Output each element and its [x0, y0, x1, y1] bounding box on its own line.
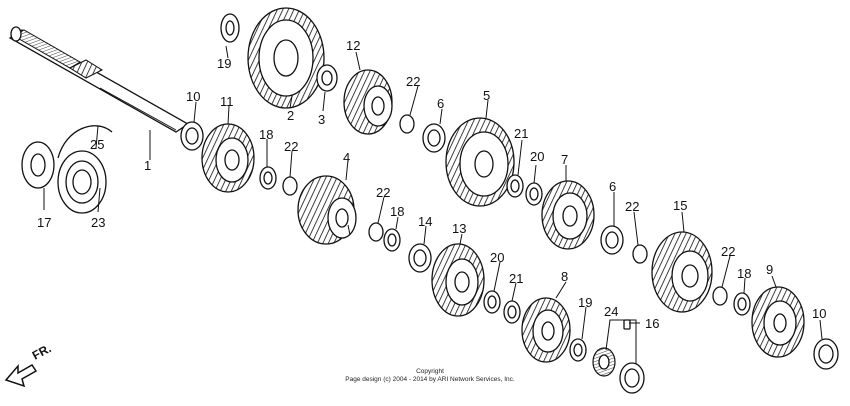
callout-15: 15 [673, 198, 687, 213]
callout-10b: 10 [812, 306, 826, 321]
bushing-3 [316, 64, 338, 92]
callout-17: 17 [37, 215, 51, 230]
callout-6a: 6 [437, 96, 444, 111]
thrust-washer-19-low [569, 338, 587, 362]
washer-20-top [525, 182, 543, 206]
callout-13: 13 [452, 221, 466, 236]
thrust-washer-19-top [220, 13, 240, 43]
bushing-14 [408, 243, 432, 273]
circlip-22-far [712, 286, 728, 306]
callout-4: 4 [343, 150, 350, 165]
callout-22d: 22 [625, 199, 639, 214]
circlip-22-left [282, 176, 298, 196]
copyright-line-1: Copyright [416, 368, 444, 375]
bushing-24 [619, 362, 645, 394]
callout-22b: 22 [284, 139, 298, 154]
callout-14: 14 [418, 214, 432, 229]
callout-22a: 22 [406, 74, 420, 89]
gear-7 [541, 180, 595, 250]
callout-1: 1 [144, 158, 151, 173]
callout-16: 16 [645, 316, 659, 331]
callout-5: 5 [483, 88, 490, 103]
pin-16 [623, 319, 631, 330]
copyright-notice: Copyright Page design (c) 2004 - 2014 by… [335, 368, 525, 384]
oil-seal [21, 141, 55, 189]
callout-19a: 19 [217, 56, 231, 71]
leader-lines [43, 45, 823, 364]
front-direction-arrow: FR. [4, 341, 54, 388]
washer-21-low [503, 300, 521, 324]
snap-ring [57, 125, 113, 159]
bushing-6-top [422, 123, 446, 153]
gear-15 [651, 231, 713, 313]
callout-22e: 22 [721, 244, 735, 259]
callout-12: 12 [346, 38, 360, 53]
bushing-10-left [180, 121, 204, 151]
callout-20a: 20 [490, 250, 504, 265]
callout-18c: 18 [737, 266, 751, 281]
gear-4 [297, 175, 357, 245]
callout-8: 8 [561, 269, 568, 284]
circlip-22-top [399, 114, 415, 134]
callout-21a: 21 [514, 126, 528, 141]
callout-7: 7 [561, 152, 568, 167]
gear-13 [431, 243, 485, 317]
gear-5 [445, 117, 515, 207]
washer-21-top [506, 174, 524, 198]
gear-9 [751, 286, 805, 358]
gear-2 [247, 7, 325, 109]
callout-labels: 1 2 3 4 5 6 6 7 8 9 10 10 11 12 13 14 15… [37, 38, 826, 331]
bushing-10-right [813, 338, 839, 370]
callout-18b: 18 [390, 204, 404, 219]
bushing-6-right [600, 225, 624, 255]
circlip-22-right [632, 244, 648, 264]
callout-21b: 21 [509, 271, 523, 286]
copyright-line-2: Page design (c) 2004 - 2014 by ARI Netwo… [345, 376, 515, 383]
callout-18a: 18 [259, 127, 273, 142]
washer-18-far [733, 292, 751, 316]
callout-25: 25 [90, 137, 104, 152]
ball-bearing [57, 150, 107, 214]
gear-12 [343, 69, 393, 135]
callout-6b: 6 [609, 179, 616, 194]
callout-22c: 22 [376, 185, 390, 200]
callout-3: 3 [318, 112, 325, 127]
needle-bearing-24 [592, 347, 616, 377]
washer-18-left [259, 166, 277, 190]
callout-20b: 20 [530, 149, 544, 164]
callout-24: 24 [604, 304, 618, 319]
gear-11 [201, 123, 255, 193]
front-direction-label: FR. [30, 341, 54, 362]
callout-2: 2 [287, 108, 294, 123]
washer-18-mid [383, 228, 401, 252]
callout-19b: 19 [578, 295, 592, 310]
gear-8 [521, 297, 571, 363]
callout-10a: 10 [186, 89, 200, 104]
callout-23: 23 [91, 215, 105, 230]
mainshaft [8, 26, 190, 133]
circlip-22-mid [368, 222, 384, 242]
callout-9: 9 [766, 262, 773, 277]
callout-11: 11 [220, 94, 234, 109]
washer-20-low [483, 290, 501, 314]
